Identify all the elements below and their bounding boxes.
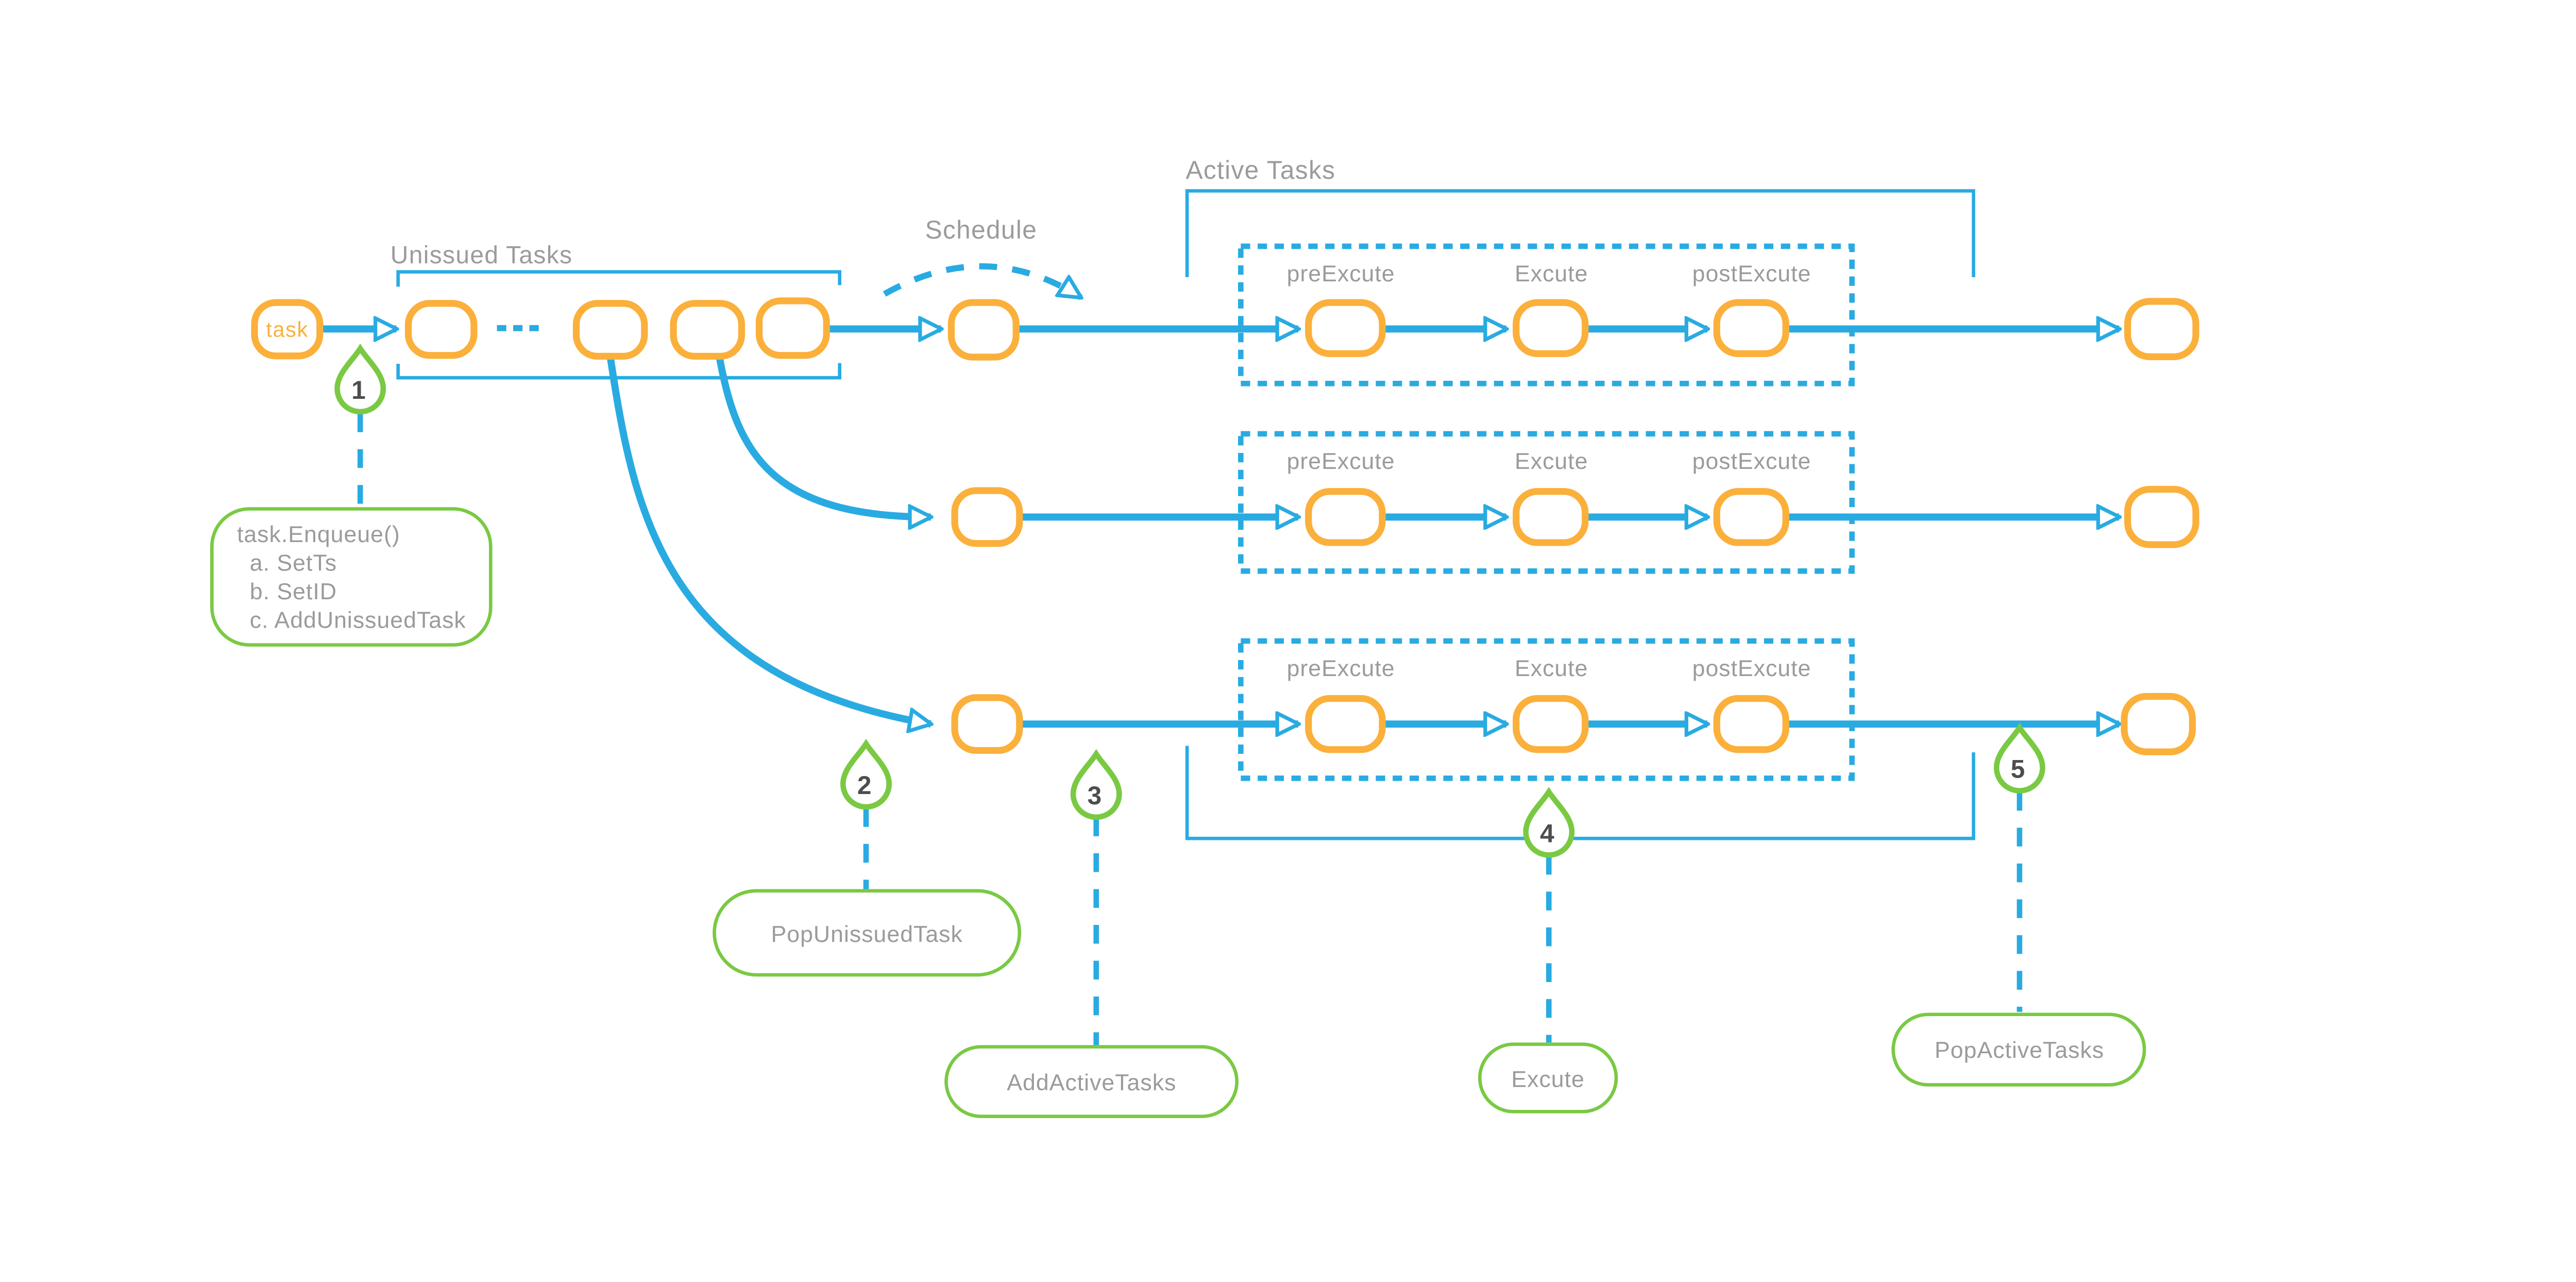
unissued-tasks-label: Unissued Tasks — [391, 242, 573, 269]
stage-label-postexcute-row3: postExcute — [1692, 656, 1811, 681]
step-number-2: 2 — [857, 771, 872, 800]
queue-node-3 — [670, 300, 745, 360]
step-number-3: 3 — [1088, 781, 1102, 810]
add-active-tasks-box — [944, 1045, 1239, 1118]
pop-active-tasks-box — [1891, 1013, 2146, 1087]
step-marker-1: 1 — [334, 343, 386, 415]
enqueue-line-1: a. SetTs — [250, 551, 337, 576]
step-marker-3: 3 — [1070, 749, 1122, 820]
excute-node-row3 — [1513, 695, 1589, 753]
scheduled-node-row1 — [947, 299, 1020, 361]
curved-arrow-queue-to-row2 — [716, 356, 930, 517]
schedule-dashed-arc — [883, 263, 1081, 300]
postexcute-node-row1 — [1713, 299, 1789, 358]
stage-label-excute-row1: Excute — [1515, 261, 1588, 286]
stage-label-preexcute-row2: preExcute — [1287, 449, 1395, 474]
callout-boxes: task.Enqueue() a. SetTs b. SetID c. AddU… — [210, 507, 2146, 1118]
callout-connectors — [357, 413, 2023, 1045]
step-marker-5: 5 — [1993, 722, 2045, 794]
excute-node-row2 — [1513, 488, 1589, 546]
task-node-label: task — [266, 317, 308, 341]
scheduled-node-row2 — [951, 487, 1023, 547]
nodes — [251, 297, 2199, 755]
stage-label-preexcute-row1: preExcute — [1287, 261, 1395, 286]
preexcute-node-row1 — [1305, 299, 1386, 358]
enqueue-callout-box — [210, 507, 493, 647]
end-node-row2 — [2124, 485, 2199, 548]
postexcute-node-row3 — [1713, 695, 1789, 753]
queue-node-4 — [755, 297, 830, 359]
step-number-5: 5 — [2011, 755, 2025, 784]
enqueue-line-2: b. SetID — [250, 579, 337, 604]
excute-callout-label: Excute — [1511, 1067, 1584, 1092]
active-tasks-label: Active Tasks — [1185, 156, 1335, 184]
step-number-1: 1 — [351, 376, 366, 404]
stage-label-excute-row2: Excute — [1515, 449, 1588, 474]
flow-arrows — [320, 329, 2119, 724]
stage-label-preexcute-row3: preExcute — [1287, 656, 1395, 681]
step-number-4: 4 — [1540, 819, 1554, 848]
worker-boundary-row3 — [1238, 638, 1855, 781]
stage-labels: preExcute Excute postExcute preExcute Ex… — [1287, 261, 1811, 681]
step-marker-4: 4 — [1523, 787, 1575, 858]
enqueue-line-0: task.Enqueue() — [237, 522, 400, 547]
scheduled-node-row3 — [951, 694, 1023, 754]
excute-node-row1 — [1513, 299, 1589, 358]
end-node-row1 — [2124, 298, 2199, 360]
stage-label-excute-row3: Excute — [1515, 656, 1588, 681]
stage-label-postexcute-row2: postExcute — [1692, 449, 1811, 474]
pop-unissued-task-label: PopUnissuedTask — [771, 922, 962, 947]
stage-label-postexcute-row1: postExcute — [1692, 261, 1811, 286]
worker-boundary-row2 — [1238, 431, 1855, 574]
step-marker-2: 2 — [840, 738, 892, 810]
queue-node-1 — [404, 300, 478, 359]
step-markers: 1 2 3 4 5 — [334, 343, 2045, 858]
end-node-row3 — [2121, 693, 2196, 755]
excute-callout-box — [1478, 1042, 1618, 1114]
worker-boundary-row1 — [1238, 243, 1855, 386]
pop-active-tasks-label: PopActiveTasks — [1935, 1038, 2104, 1063]
curved-arrow-queue-to-row3 — [606, 357, 931, 724]
task-node — [251, 299, 324, 360]
enqueue-line-3: c. AddUnissuedTask — [250, 608, 466, 633]
active-tasks-bracket — [1185, 189, 1975, 840]
schedule-label: Schedule — [925, 215, 1038, 244]
add-active-tasks-label: AddActiveTasks — [1007, 1070, 1176, 1095]
postexcute-node-row2 — [1713, 488, 1789, 546]
preexcute-node-row2 — [1305, 488, 1386, 546]
queue-node-2 — [572, 300, 648, 360]
preexcute-node-row3 — [1305, 695, 1386, 753]
pop-unissued-task-box — [713, 889, 1022, 977]
unissued-tasks-bracket — [396, 270, 842, 380]
